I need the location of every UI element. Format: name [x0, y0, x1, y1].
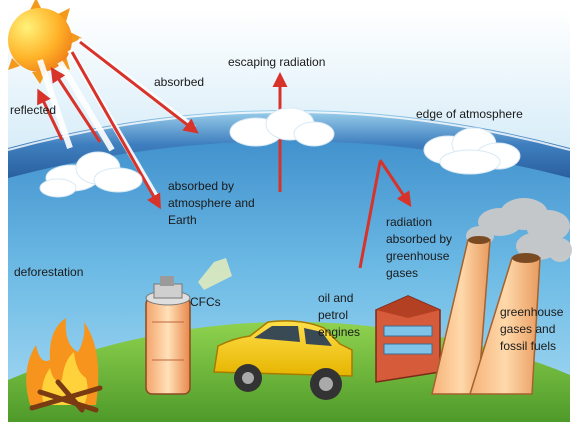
- cloud-icon: [229, 107, 335, 147]
- reflected-arrow-2: [50, 66, 102, 143]
- label-reflected: reflected: [10, 103, 56, 117]
- label-greenhouse-fossil-fuels: greenhouse gases and fossil fuels: [500, 305, 567, 353]
- cloud-icon: [423, 127, 521, 175]
- label-cfcs: CFCs: [190, 295, 221, 309]
- radiation-up-arrow: [358, 161, 382, 269]
- label-edge-of-atmosphere: edge of atmosphere: [416, 107, 523, 121]
- label-oil-petrol-engines: oil and petrol engines: [318, 291, 360, 339]
- atmosphere-band: [8, 110, 570, 178]
- label-escaping-radiation: escaping radiation: [228, 55, 325, 69]
- label-radiation-absorbed: radiation absorbed by greenhouse gases: [386, 215, 455, 280]
- spray-can-icon: [145, 258, 232, 395]
- label-absorbed-by-atmosphere: absorbed by atmosphere and Earth: [168, 179, 258, 227]
- smoke: [466, 198, 572, 262]
- smokestack-icon: [468, 253, 541, 395]
- absorbed-arrow: [79, 40, 199, 134]
- car-icon: [213, 320, 353, 400]
- factory-icon: [375, 295, 441, 383]
- fire-icon: [26, 318, 103, 413]
- label-deforestation: deforestation: [14, 265, 83, 279]
- label-absorbed: absorbed: [154, 75, 204, 89]
- radiation-absorbed-arrow: [378, 159, 412, 207]
- cloud-icon: [39, 151, 143, 198]
- absorbed-by-earth-arrow: [70, 51, 161, 210]
- reflected-arrow-1: [37, 88, 64, 141]
